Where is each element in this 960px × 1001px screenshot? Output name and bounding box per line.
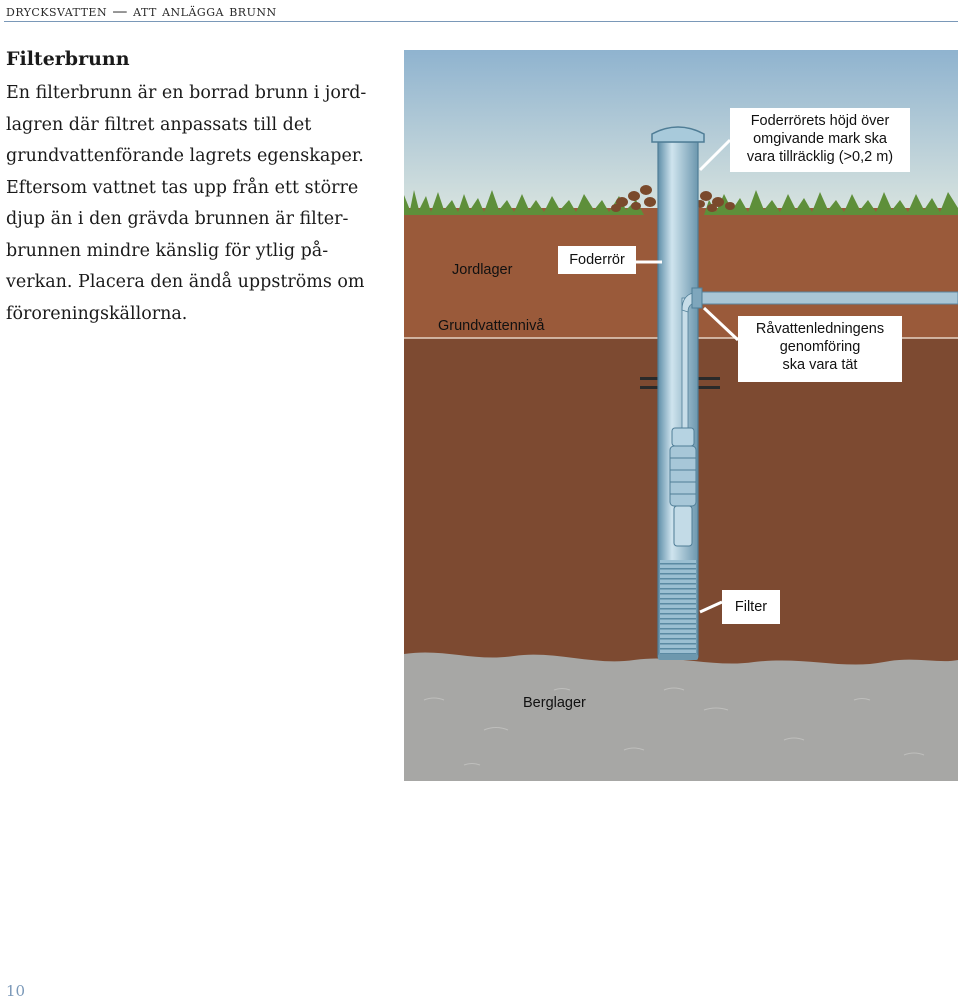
- filter-callout: Filter: [722, 590, 780, 624]
- page-number: 10: [6, 982, 25, 1000]
- callout-line: omgivande mark ska: [736, 130, 904, 148]
- body-line: verkan. Placera den ändå uppströms om: [6, 267, 391, 299]
- body-line: En filterbrunn är en borrad brunn i jord…: [6, 78, 391, 110]
- bedrock-label: Berglager: [523, 695, 586, 711]
- groundwater-level-label: Grundvattennivå: [438, 318, 544, 334]
- casing-callout: Foderrör: [558, 246, 636, 274]
- body-line: Eftersom vattnet tas upp från ett större: [6, 173, 391, 205]
- header-rule: [4, 21, 958, 22]
- body-text: En filterbrunn är en borrad brunn i jord…: [6, 78, 391, 330]
- filter-screen: [660, 560, 696, 657]
- running-head: drycksvatten — att anlägga brunn: [6, 2, 277, 20]
- casing-height-callout: Foderrörets höjd över omgivande mark ska…: [730, 108, 910, 172]
- body-line: grundvattenförande lagrets egenskaper.: [6, 141, 391, 173]
- callout-line: Foderrörets höjd över: [736, 112, 904, 130]
- body-line: brunnen mindre känslig för ytlig på-: [6, 236, 391, 268]
- callout-line: ska vara tät: [744, 356, 896, 374]
- body-line: djup än i den grävda brunnen är filter-: [6, 204, 391, 236]
- body-line: föroreningskällorna.: [6, 299, 391, 331]
- submersible-pump: [670, 428, 696, 546]
- casing-bottom: [658, 654, 698, 660]
- callout-line: Råvattenledningens: [744, 320, 896, 338]
- pipe-flange: [692, 288, 702, 308]
- well-diagram: Foderrörets höjd över omgivande mark ska…: [404, 50, 958, 781]
- body-line: lagren där filtret anpassats till det: [6, 110, 391, 142]
- section-title: Filterbrunn: [6, 48, 130, 70]
- callout-line: genomföring: [744, 338, 896, 356]
- callout-line: vara tillräcklig (>0,2 m): [736, 148, 904, 166]
- bedrock-layer: [404, 652, 958, 781]
- riser-pipe: [682, 298, 688, 428]
- raw-water-pipe: [698, 292, 958, 304]
- raw-water-callout: Råvattenledningens genomföring ska vara …: [738, 316, 902, 382]
- soil-layer-label: Jordlager: [452, 262, 512, 278]
